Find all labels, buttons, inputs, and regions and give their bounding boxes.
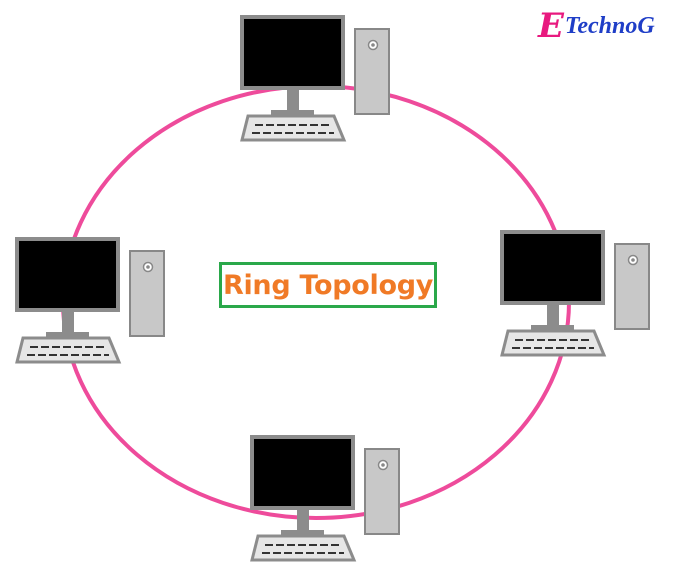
keyboard-icon	[250, 534, 357, 562]
power-button-center	[631, 258, 635, 262]
keyboard-icon	[15, 336, 122, 364]
computer-top	[240, 15, 390, 142]
logo-text: TechnoG	[564, 12, 655, 39]
monitor-icon	[15, 237, 120, 312]
logo-letter: E	[538, 6, 564, 46]
monitor-base	[46, 332, 89, 338]
monitor-base	[531, 325, 574, 331]
monitor-stand	[297, 510, 309, 534]
diagram-title: Ring Topology	[219, 262, 437, 308]
computer-right	[500, 230, 650, 357]
monitor-base	[271, 110, 314, 116]
keyboard-icon	[240, 114, 347, 142]
power-button-center	[146, 265, 150, 269]
monitor-icon	[500, 230, 605, 305]
monitor-icon	[240, 15, 345, 90]
monitor-stand	[62, 312, 74, 336]
etechnog-logo: ETechnoG	[538, 6, 672, 46]
power-button-center	[371, 43, 375, 47]
computer-left	[15, 237, 165, 364]
monitor-stand	[287, 90, 299, 114]
monitor-icon	[250, 435, 355, 510]
monitor-stand	[547, 305, 559, 329]
computer-bottom	[250, 435, 400, 562]
monitor-base	[281, 530, 324, 536]
keyboard-icon	[500, 329, 607, 357]
power-button-center	[381, 463, 385, 467]
